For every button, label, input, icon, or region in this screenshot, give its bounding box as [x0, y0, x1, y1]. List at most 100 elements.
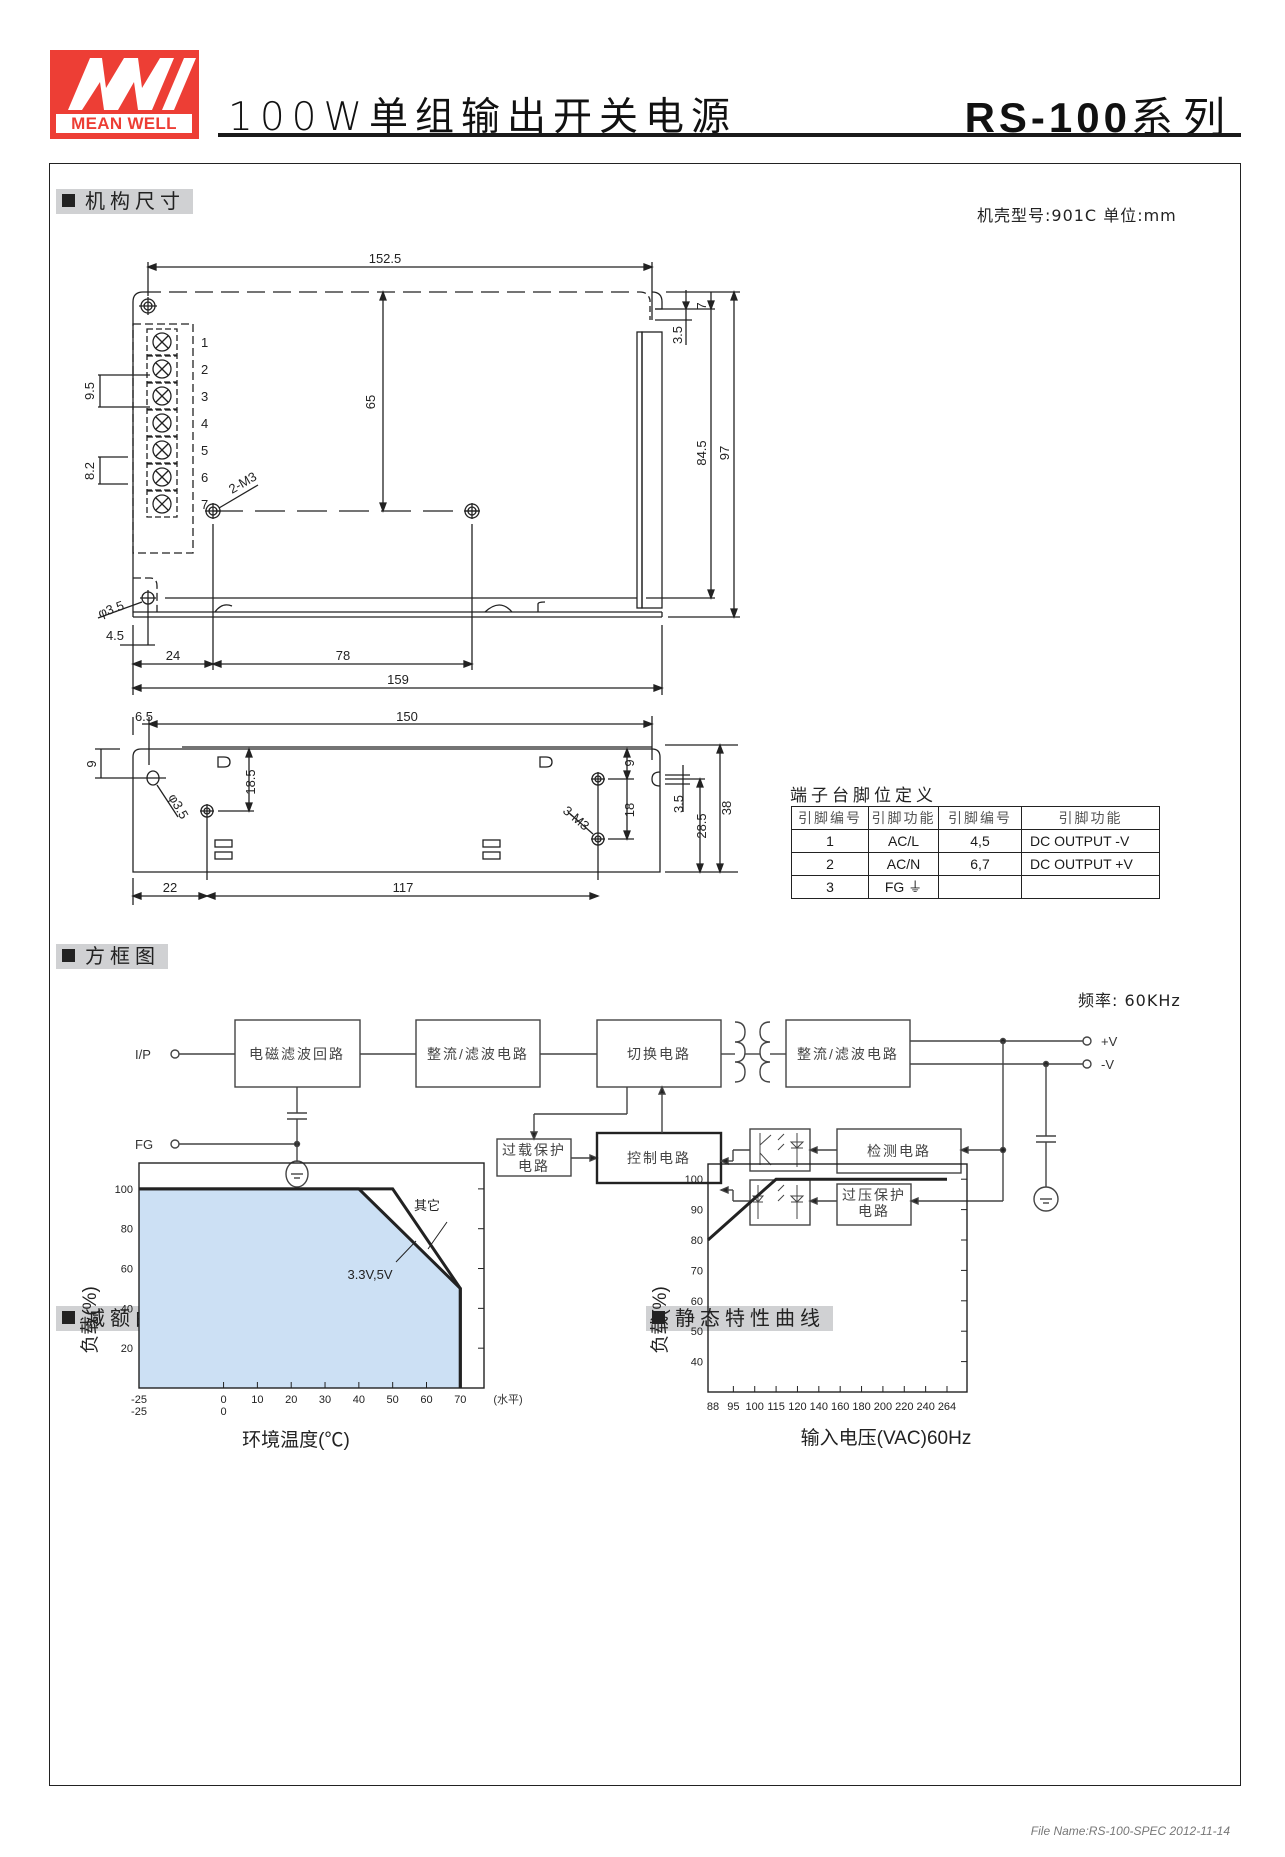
dim-97: 97	[717, 446, 732, 460]
y-tick-label: 60	[121, 1264, 133, 1276]
annotation-3v3-5v-arrow	[395, 1240, 417, 1263]
section-label: 方框图	[85, 944, 160, 968]
y-tick-label: 90	[691, 1205, 703, 1217]
x-tick-label: 10	[251, 1394, 263, 1406]
side-dim-22: 22	[163, 880, 177, 895]
annotation-3v3-5v: 3.3V,5V	[347, 1267, 392, 1282]
cell: 2	[791, 852, 869, 876]
section-label: 机构尺寸	[85, 189, 185, 213]
x-tick-label: 20	[285, 1394, 297, 1406]
section-mechanical: 机构尺寸	[56, 189, 193, 214]
x-axis-title: 输入电压(VAC)60Hz	[801, 1427, 972, 1449]
y-tick-label: 50	[691, 1326, 703, 1338]
dim-84-5: 84.5	[694, 440, 709, 465]
static-load-line	[707, 1177, 947, 1242]
x-tick-label: 95	[727, 1401, 739, 1413]
side-dim-18: 18	[622, 803, 637, 817]
block-olp-label-2: 电路	[518, 1158, 550, 1174]
x-tick-label: 50	[387, 1394, 399, 1406]
terminal-screw-icon	[152, 386, 172, 406]
square-bullet-icon	[62, 949, 75, 962]
x-tick-label: 100	[746, 1401, 764, 1413]
dim-65: 65	[363, 395, 378, 409]
terminal-slot	[146, 490, 178, 518]
x-tick-label: 140	[810, 1401, 828, 1413]
side-dim-9-right: 9	[622, 759, 637, 766]
terminal-number: 1	[201, 335, 208, 350]
pin-table-title: 端子台脚位定义	[790, 786, 937, 806]
document-title: 100W单组输出开关电源	[228, 95, 738, 140]
input-fg-label: FG	[135, 1137, 153, 1152]
mechanical-drawing: 152.5 65 9.5 8.2 2-M3 φ3.5 7 3.5 84.5 97…	[82, 251, 740, 905]
cell: 1	[791, 829, 869, 853]
x-tick-label: 240	[916, 1401, 934, 1413]
block-rect2-label: 整流/滤波电路	[797, 1046, 899, 1062]
terminal-slot	[146, 463, 178, 491]
header-pin-no: 引脚编号	[791, 806, 869, 830]
terminal-screw-cross	[155, 443, 169, 457]
terminal-number: 3	[201, 389, 208, 404]
cell: 4,5	[938, 829, 1022, 853]
derating-plot-frame	[138, 1162, 485, 1389]
x-tick-label-row2: -25	[131, 1406, 147, 1418]
terminal-screw-cross	[155, 497, 169, 511]
terminal-screw-icon	[152, 359, 172, 379]
terminal-slot	[146, 328, 178, 356]
x-tick-label: 160	[831, 1401, 849, 1413]
terminal-screw-cross	[155, 470, 169, 484]
derating-fill-area	[139, 1188, 461, 1388]
case-note: 机壳型号:901C 单位:mm	[977, 206, 1177, 225]
annotation-other-arrow	[427, 1221, 448, 1250]
terminal-slot	[146, 355, 178, 383]
y-tick-label: 20	[121, 1343, 133, 1355]
footer-filename: File Name:RS-100-SPEC 2012-11-14	[1030, 1824, 1230, 1838]
terminal-slot	[146, 436, 178, 464]
header-pin-func: 引脚功能	[868, 806, 939, 830]
x-tick-label: 30	[319, 1394, 331, 1406]
block-emi-label: 电磁滤波回路	[249, 1046, 345, 1062]
section-label: 静态特性曲线	[675, 1306, 825, 1330]
dim-159: 159	[387, 672, 409, 687]
block-switch-label: 切换电路	[627, 1046, 691, 1062]
terminal-screw-cross	[155, 362, 169, 376]
side-dim-28-5: 28.5	[694, 813, 709, 838]
dim-4-5: 4.5	[106, 628, 124, 643]
output-neg-label: -V	[1101, 1057, 1114, 1072]
side-dim-9-left: 9	[84, 760, 99, 767]
x-tick-label: 115	[767, 1401, 785, 1413]
block-control	[595, 1131, 723, 1185]
side-dim-18-5: 18.5	[243, 769, 258, 794]
y-tick-label: 80	[691, 1235, 703, 1247]
derating-line-3v3-5v	[139, 1187, 462, 1388]
y-tick-label: 80	[121, 1224, 133, 1236]
block-overvoltage-protection	[836, 1183, 912, 1226]
dim-8-2: 8.2	[82, 462, 97, 480]
terminal-screw-icon	[152, 494, 172, 514]
header-pin-no-2: 引脚编号	[938, 806, 1022, 830]
table-row: 3 FG ⏚	[791, 875, 1160, 899]
block-control-label: 控制电路	[627, 1150, 691, 1166]
terminal-slot	[146, 409, 178, 437]
block-ovp-label-1: 过压保护	[842, 1187, 906, 1203]
output-pos-label: +V	[1101, 1034, 1118, 1049]
terminal-number: 2	[201, 362, 208, 377]
terminal-screw-icon	[152, 440, 172, 460]
square-bullet-icon	[62, 1311, 75, 1324]
side-dim-38: 38	[719, 801, 734, 815]
square-bullet-icon	[62, 194, 75, 207]
side-dim-150: 150	[396, 709, 418, 724]
table-row: 2 AC/N 6,7 DC OUTPUT +V	[791, 852, 1160, 876]
y-tick-label: 100	[115, 1184, 133, 1196]
terminal-screw-icon	[152, 413, 172, 433]
x-tick-label: -25	[131, 1394, 147, 1406]
x-tick-label: 0	[220, 1394, 226, 1406]
block-olp-label-1: 过载保护	[502, 1142, 566, 1158]
y-tick-label: 60	[691, 1296, 703, 1308]
pin-table: 引脚编号 引脚功能 引脚编号 引脚功能 1 AC/L 4,5 DC OUTPUT…	[791, 806, 1160, 899]
y-tick-label: 70	[691, 1265, 703, 1277]
annotation-other: 其它	[414, 1198, 440, 1213]
terminal-slot	[146, 382, 178, 410]
terminal-number: 7	[201, 497, 208, 512]
x-axis-title: 环境温度(℃)	[242, 1429, 350, 1451]
side-dim-3-5: 3.5	[671, 795, 686, 813]
